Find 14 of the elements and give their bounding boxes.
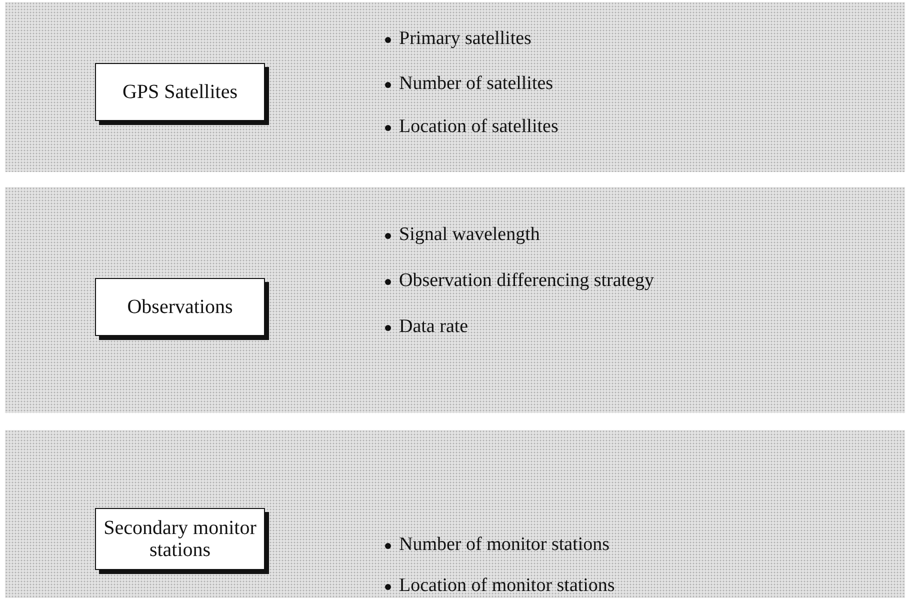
box-label: Observations xyxy=(127,296,233,318)
panel-band xyxy=(5,2,905,172)
box-label: GPS Satellites xyxy=(122,81,238,103)
bullet-item: Primary satellites xyxy=(385,28,532,50)
bullet-item: Observation differencing strategy xyxy=(385,270,654,292)
panel-band xyxy=(5,187,905,413)
bullet-item: Location of satellites xyxy=(385,116,558,138)
bullet-item: Location of monitor stations xyxy=(385,575,615,597)
bullet-item: Signal wavelength xyxy=(385,224,540,246)
bullet-item: Number of satellites xyxy=(385,73,554,95)
panel-band xyxy=(5,430,905,598)
bullet-item: Number of monitor stations xyxy=(385,534,610,556)
box-label: Secondary monitor stations xyxy=(102,517,258,561)
bullet-item: Data rate xyxy=(385,316,468,338)
